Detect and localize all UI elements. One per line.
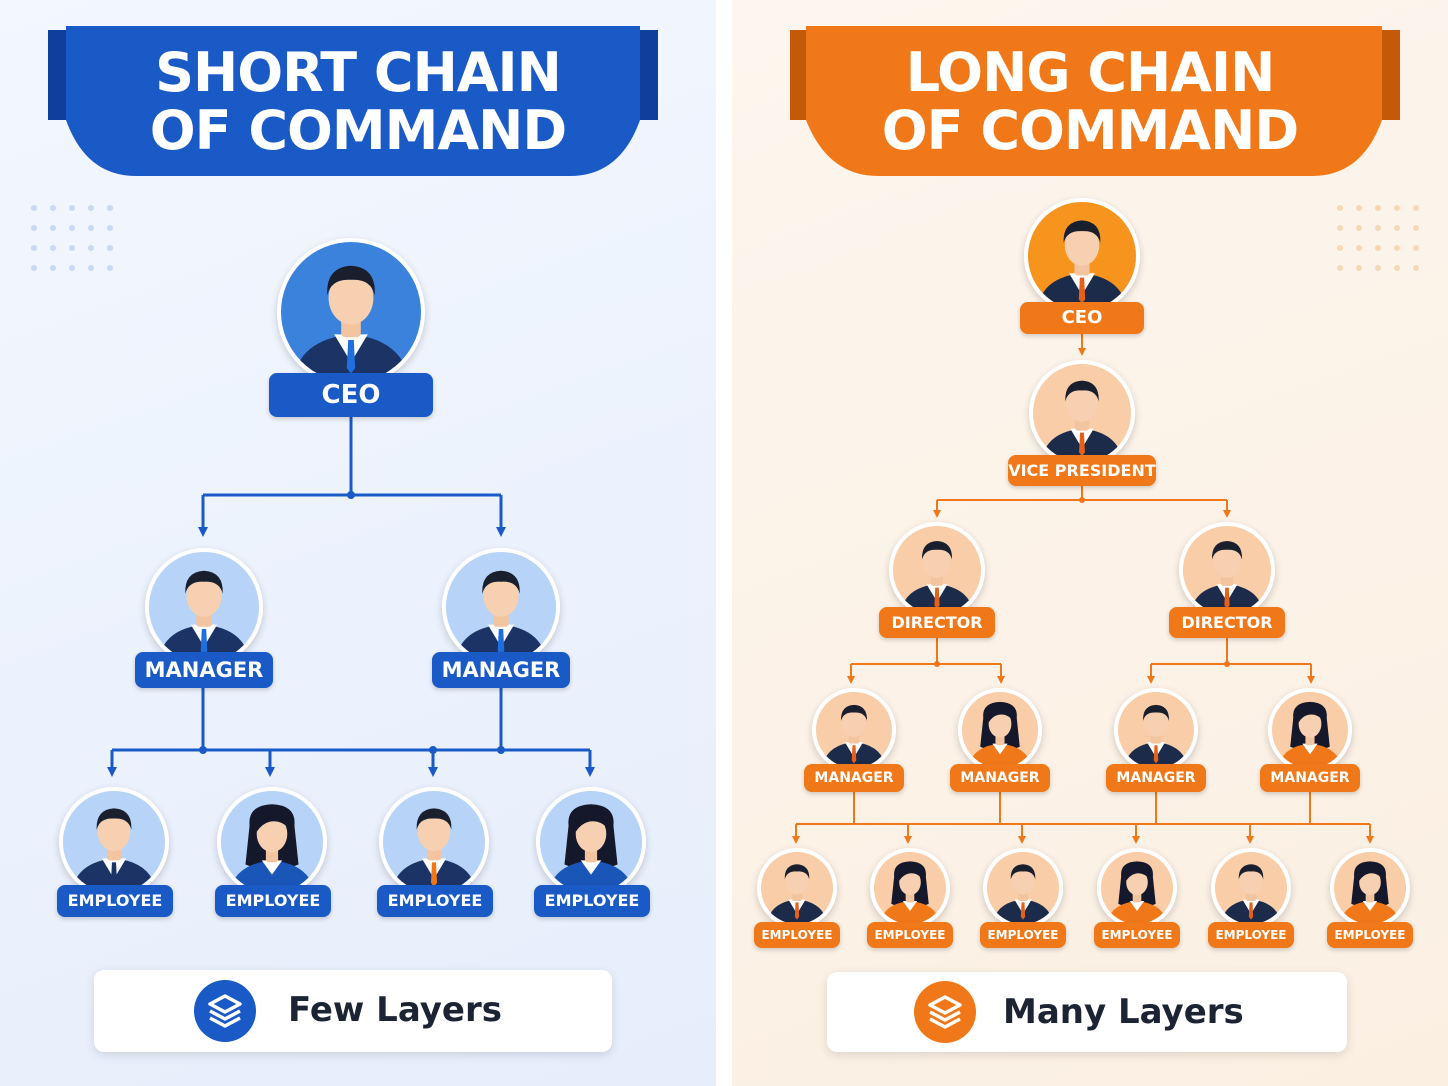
director-avatar [889,522,985,618]
manager-label: MANAGER [950,764,1050,792]
employee-label: EMPLOYEE [867,922,953,948]
director-avatar [1179,522,1275,618]
female-person-icon [1272,692,1348,768]
long-chain-title-line2: OF COMMAND [881,99,1299,162]
male-person-icon [63,791,165,893]
employee-label: EMPLOYEE [1094,922,1180,948]
ceo-avatar [1024,198,1140,314]
long-chain-footer-text: Many Layers [1003,992,1244,1032]
employee-avatar [1330,848,1410,928]
male-person-icon [446,552,556,662]
manager-label: MANAGER [432,652,570,688]
short-chain-title-ribbon [48,26,658,176]
long-chain-connectors [792,334,1374,844]
panel-divider [716,0,732,1086]
male-person-icon [1033,364,1131,462]
short-chain-connectors [107,416,595,777]
long-chain-footer-card: Many Layers [827,972,1347,1052]
short-chain-footer-text: Few Layers [288,990,502,1030]
vice-president-avatar [1029,360,1135,466]
employee-avatar [59,787,169,897]
manager-label: MANAGER [1260,764,1360,792]
employee-avatar [870,848,950,928]
vice-president-label: VICE PRESIDENT [1008,455,1156,486]
manager-avatar [1114,688,1198,772]
employee-avatar [1211,848,1291,928]
employee-label: EMPLOYEE [215,885,331,917]
female-person-icon [874,852,946,924]
manager-label: MANAGER [135,652,273,688]
manager-avatar [958,688,1042,772]
employee-label: EMPLOYEE [1208,922,1294,948]
female-person-icon [221,791,323,893]
short-chain-title-line2: OF COMMAND [149,99,567,162]
employee-label: EMPLOYEE [534,885,650,917]
male-person-icon [761,852,833,924]
employee-avatar [1097,848,1177,928]
long-chain-panel: LONG CHAIN OF COMMAND [732,0,1448,1086]
male-person-icon [1215,852,1287,924]
employee-label: EMPLOYEE [754,922,840,948]
employee-avatar [379,787,489,897]
employee-avatar [983,848,1063,928]
director-label: DIRECTOR [1169,607,1285,638]
female-person-icon [1334,852,1406,924]
male-person-icon [816,692,892,768]
ceo-label: CEO [1020,302,1144,334]
manager-avatar [1268,688,1352,772]
employee-label: EMPLOYEE [1327,922,1413,948]
male-person-icon [281,242,421,382]
male-person-icon [1183,526,1271,614]
manager-avatar [812,688,896,772]
decorative-dots [1337,205,1419,271]
female-person-icon [1101,852,1173,924]
male-person-icon [1028,202,1136,310]
female-person-icon [540,791,642,893]
short-chain-title-line1: SHORT CHAIN [155,41,562,104]
short-chain-panel: SHORT CHAIN OF COMMAND [0,0,716,1086]
layers-icon [914,981,976,1043]
long-chain-title-line1: LONG CHAIN [905,41,1276,104]
male-person-icon [149,552,259,662]
manager-label: MANAGER [1106,764,1206,792]
female-person-icon [962,692,1038,768]
manager-avatar [145,548,263,666]
layers-icon [194,980,256,1042]
male-person-icon [383,791,485,893]
employee-label: EMPLOYEE [377,885,493,917]
short-chain-footer-card: Few Layers [94,970,612,1052]
manager-avatar [442,548,560,666]
employee-avatar [217,787,327,897]
ceo-avatar [277,238,425,386]
employee-label: EMPLOYEE [980,922,1066,948]
decorative-dots [31,205,113,271]
employee-label: EMPLOYEE [57,885,173,917]
long-chain-title-ribbon [790,26,1400,176]
male-person-icon [987,852,1059,924]
director-label: DIRECTOR [879,607,995,638]
male-person-icon [893,526,981,614]
ceo-label: CEO [269,373,433,417]
employee-avatar [757,848,837,928]
manager-label: MANAGER [804,764,904,792]
employee-avatar [536,787,646,897]
male-person-icon [1118,692,1194,768]
